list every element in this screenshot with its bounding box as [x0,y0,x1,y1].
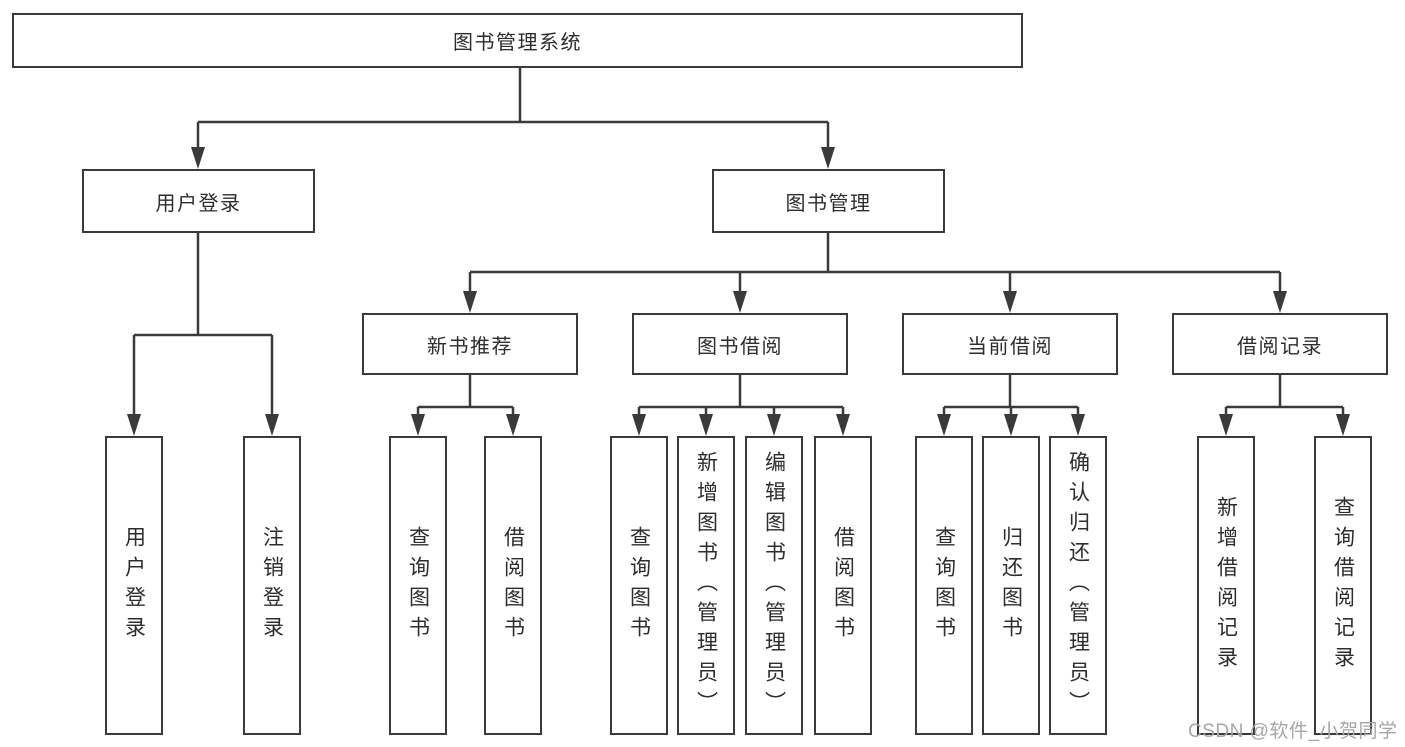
node-borrow-records-label: 借阅记录 [1237,335,1323,358]
leaf-current-query-books-label: 查询图书 [932,525,956,646]
leaf-borrow-add-book-admin: 新增图书（管理员） [677,436,735,735]
leaf-current-confirm-return-admin: 确认归还（管理员） [1049,436,1107,735]
leaf-records-add-record-label: 新增借阅记录 [1214,495,1238,676]
leaf-borrow-query-books-label: 查询图书 [627,525,651,646]
leaf-borrow-edit-book-admin: 编辑图书（管理员） [745,436,803,735]
node-root: 图书管理系统 [12,13,1023,68]
leaf-user-login-label: 用户登录 [122,525,146,646]
connector-current-leaves [937,375,1085,436]
node-new-book-recommend-label: 新书推荐 [427,335,513,358]
leaf-newbook-borrow-books-label: 借阅图书 [501,525,525,646]
leaf-records-add-record: 新增借阅记录 [1197,436,1255,735]
node-root-label: 图书管理系统 [453,32,582,54]
node-book-management-label: 图书管理 [785,192,872,215]
leaf-borrow-query-books: 查询图书 [610,436,668,735]
leaf-current-return-books-label: 归还图书 [999,525,1023,646]
leaf-records-query-record-label: 查询借阅记录 [1331,495,1355,676]
leaf-current-return-books: 归还图书 [982,436,1040,735]
node-new-book-recommend: 新书推荐 [362,313,578,375]
node-book-borrow-label: 图书借阅 [697,335,783,358]
node-current-borrow: 当前借阅 [902,313,1118,375]
leaf-logout-login: 注销登录 [243,436,301,735]
node-borrow-records: 借阅记录 [1172,313,1388,375]
connector-bookmgmt-to-level3 [463,233,1287,313]
leaf-newbook-query-books-label: 查询图书 [406,525,430,646]
node-book-management: 图书管理 [712,169,945,233]
watermark: CSDN @软件_小贺同学 [1188,721,1398,742]
leaf-current-confirm-return-admin-label: 确认归还（管理员） [1066,450,1090,721]
leaf-borrow-add-book-admin-label: 新增图书（管理员） [694,450,718,721]
connector-root-to-level2 [191,68,835,169]
leaf-borrow-borrow-books-label: 借阅图书 [831,525,855,646]
leaf-borrow-borrow-books: 借阅图书 [814,436,872,735]
leaf-newbook-borrow-books: 借阅图书 [484,436,542,735]
node-user-login: 用户登录 [82,169,315,233]
leaf-borrow-edit-book-admin-label: 编辑图书（管理员） [762,450,786,721]
node-user-login-label: 用户登录 [155,192,242,215]
leaf-newbook-query-books: 查询图书 [389,436,447,735]
node-current-borrow-label: 当前借阅 [967,335,1053,358]
connector-newbook-leaves [411,375,520,436]
connector-userlogin-leaves [127,233,279,436]
node-book-borrow: 图书借阅 [632,313,848,375]
leaf-current-query-books: 查询图书 [915,436,973,735]
connector-records-leaves [1219,375,1350,436]
leaf-records-query-record: 查询借阅记录 [1314,436,1372,735]
leaf-logout-login-label: 注销登录 [260,525,284,646]
leaf-user-login: 用户登录 [105,436,163,735]
connector-borrow-leaves [632,375,850,436]
